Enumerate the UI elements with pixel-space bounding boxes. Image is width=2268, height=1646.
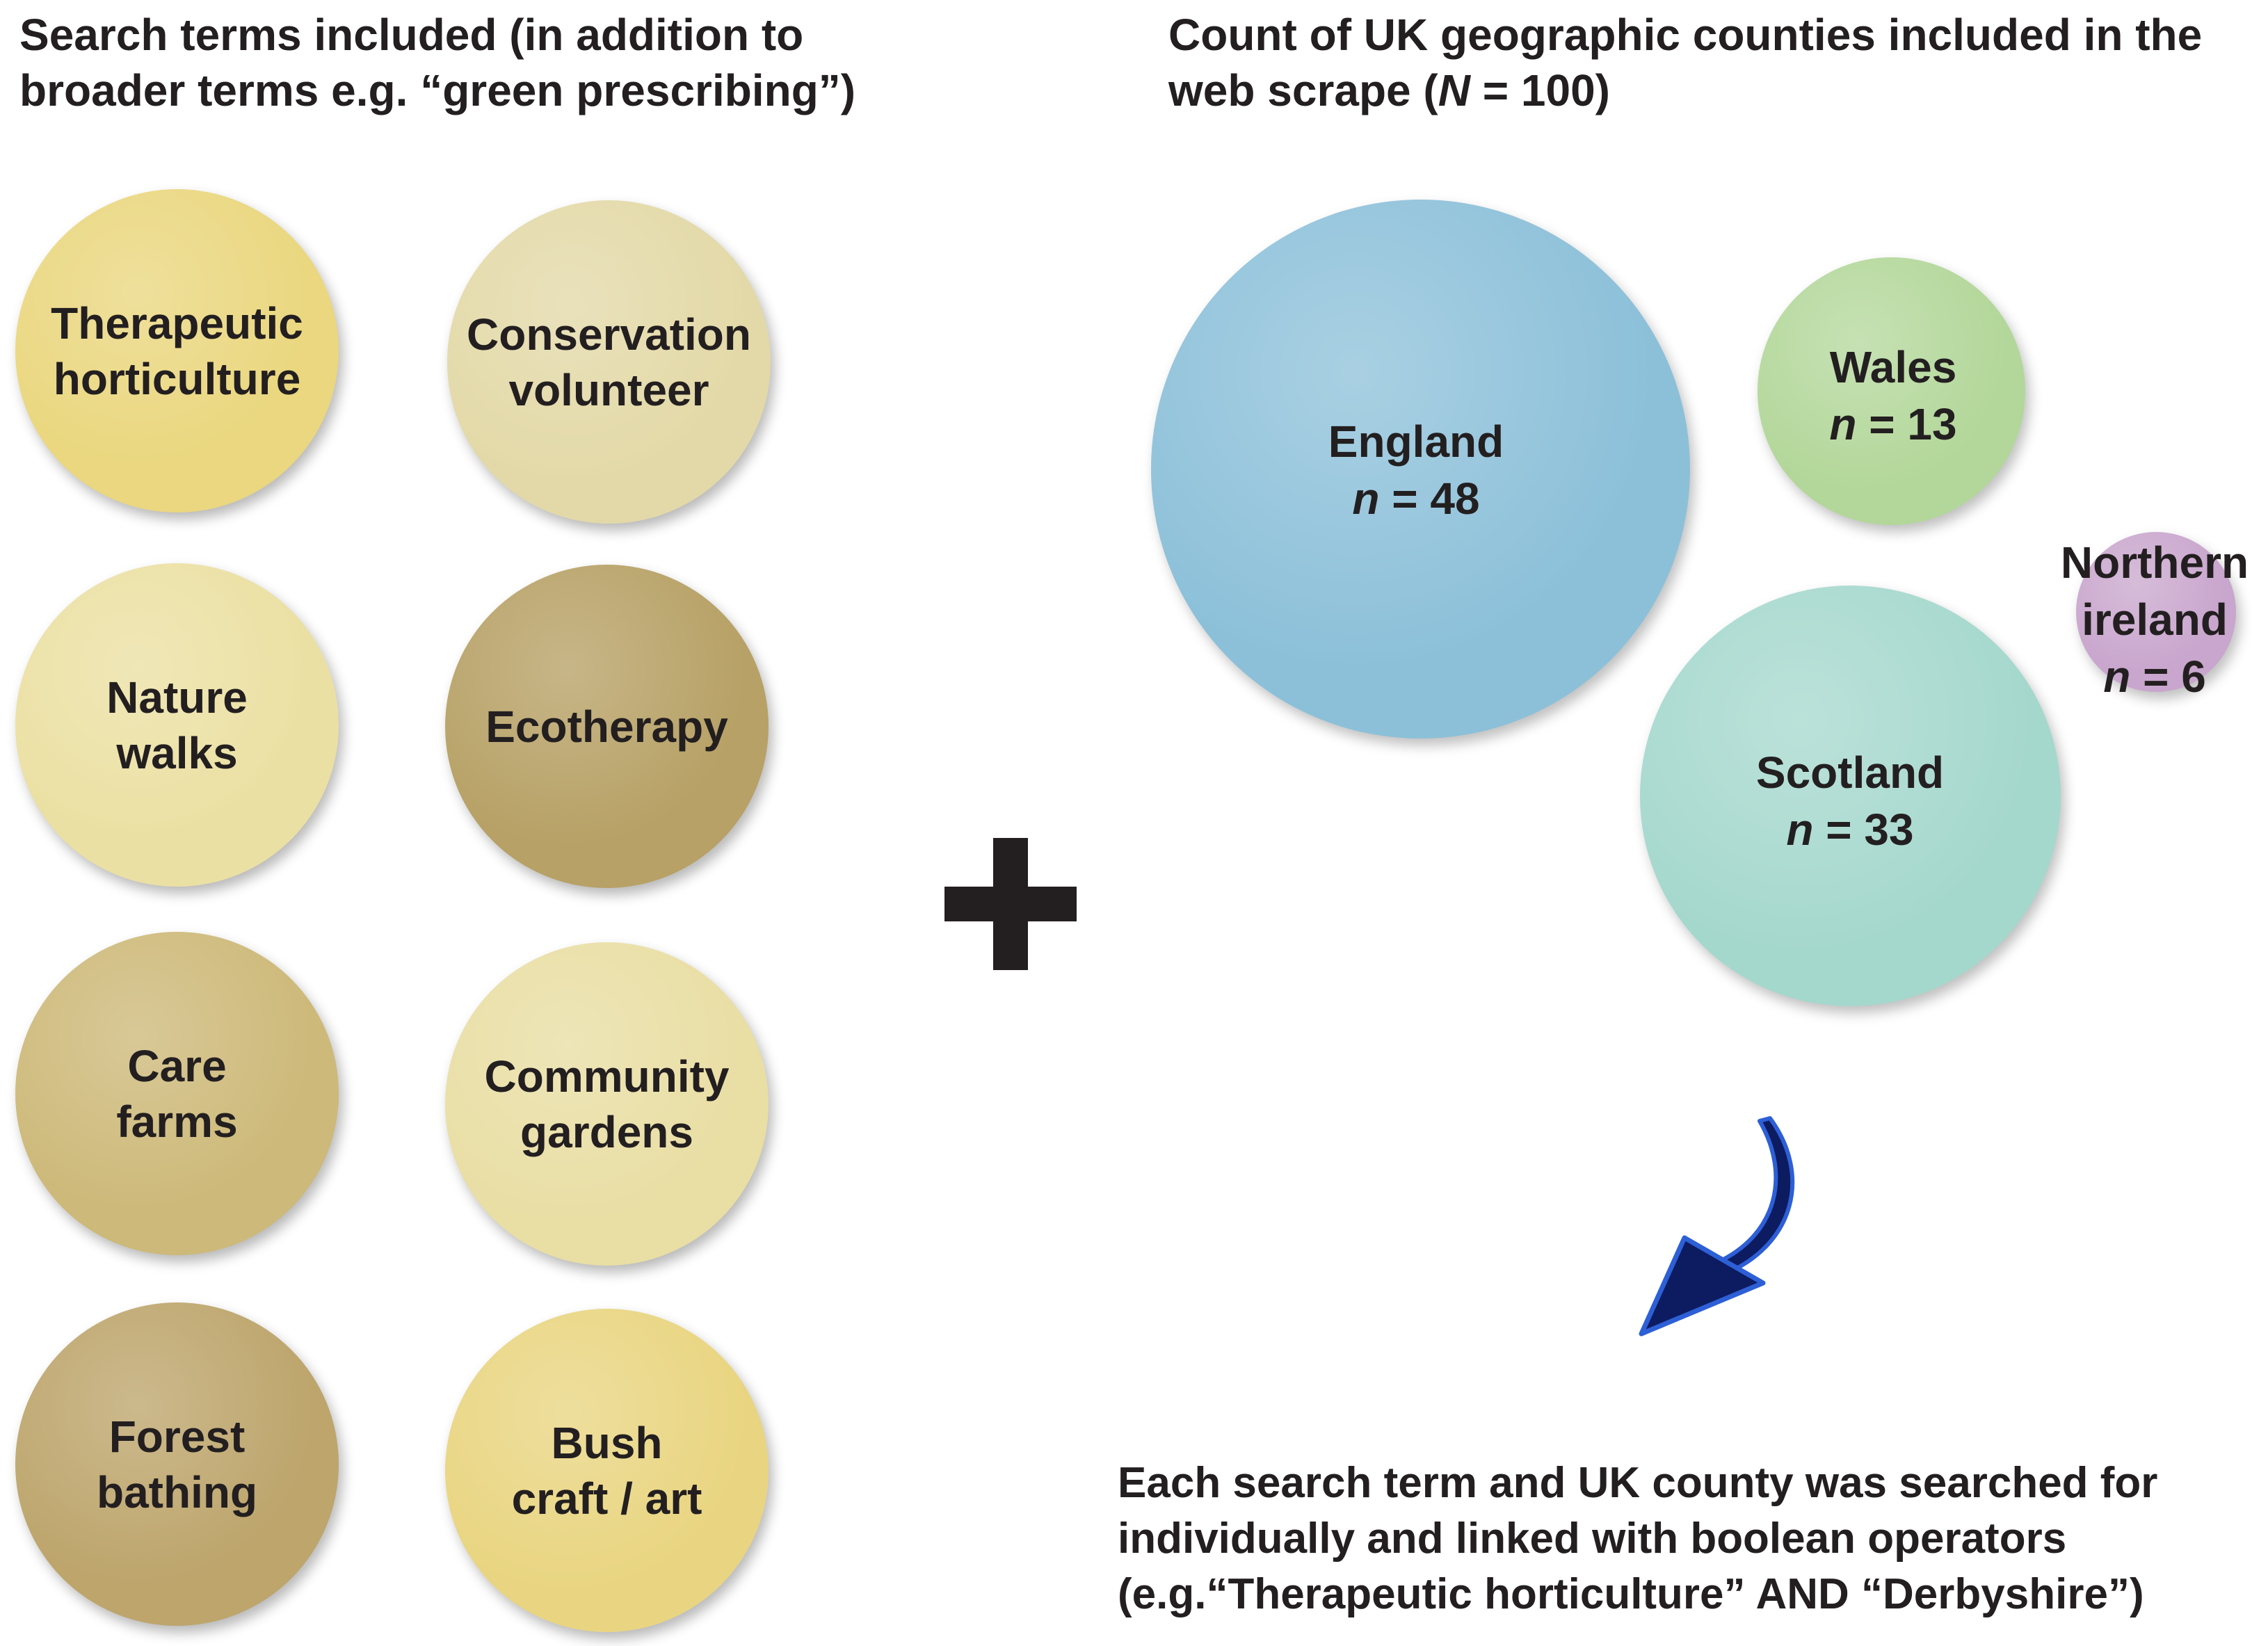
count-value: = 6 xyxy=(2143,652,2206,702)
search-terms-heading-line-2: broader terms e.g. “green prescribing”) xyxy=(19,65,856,115)
term-label-line: walks xyxy=(116,727,238,778)
counties-heading-suffix: = 100) xyxy=(1470,65,1610,115)
n-symbol: n xyxy=(1829,399,1857,449)
region-label-scotland: Scotland n = 33 xyxy=(1756,744,1944,858)
method-description-line-2: individually and linked with boolean ope… xyxy=(1118,1515,2067,1563)
region-circle-england xyxy=(1151,200,1690,739)
region-label-wales: Wales n = 13 xyxy=(1829,339,1956,453)
region-name: Scotland xyxy=(1755,748,1945,798)
region-circle-northern-ireland xyxy=(2076,532,2236,692)
region-count: n = 48 xyxy=(1328,470,1504,527)
term-label-line: gardens xyxy=(520,1106,693,1157)
method-description-line-3: (e.g.“Therapeutic horticulture” AND “Der… xyxy=(1118,1570,2144,1618)
counties-heading-line-1: Count of UK geographic counties included… xyxy=(1168,10,2203,60)
method-description: Each search term and UK county was searc… xyxy=(1118,1455,2157,1622)
curved-arrow-shaft xyxy=(1716,1116,1795,1276)
term-label-line: Forest xyxy=(108,1411,246,1462)
counties-heading-n-symbol: N xyxy=(1438,65,1470,115)
term-label-line: Bush xyxy=(551,1417,663,1468)
n-symbol: n xyxy=(1786,805,1814,855)
plus-icon-horizontal-bar xyxy=(944,887,1077,921)
counties-heading-line-2: web scrape (N = 100) xyxy=(1168,63,2202,118)
region-circle-wales xyxy=(1758,257,2025,525)
counties-heading-prefix: web scrape ( xyxy=(1168,65,1438,115)
term-label-line: Nature xyxy=(106,672,248,723)
term-label-line: Conservation xyxy=(467,309,751,360)
search-terms-heading-line-1: Search terms included (in addition to xyxy=(19,10,804,60)
search-terms-heading: Search terms included (in addition to br… xyxy=(19,7,855,118)
curved-arrow-icon xyxy=(1639,1116,1795,1337)
plus-icon xyxy=(944,838,1077,970)
term-label-line: volunteer xyxy=(508,364,709,415)
term-label-line: farms xyxy=(116,1096,238,1147)
term-label-line: horticulture xyxy=(53,353,301,404)
curved-arrow-head xyxy=(1639,1235,1766,1337)
count-value: = 48 xyxy=(1392,474,1480,524)
count-value: = 13 xyxy=(1869,399,1957,449)
term-label-line: craft / art xyxy=(511,1473,702,1524)
n-symbol: n xyxy=(2103,652,2131,702)
region-label-northern-ireland: Northern ireland n = 6 xyxy=(2061,534,2249,705)
n-symbol: n xyxy=(1352,474,1380,524)
term-label-line: Care xyxy=(127,1040,227,1091)
region-circle-scotland xyxy=(1640,586,2061,1006)
region-name: Wales xyxy=(1829,342,1957,392)
term-circle-ecotherapy: Ecotherapy xyxy=(445,565,769,888)
term-label-line: bathing xyxy=(96,1467,258,1517)
term-label-line: Therapeutic xyxy=(51,298,303,348)
method-description-line-1: Each search term and UK county was searc… xyxy=(1118,1459,2158,1507)
count-value: = 33 xyxy=(1826,805,1914,855)
region-name: Northern ireland xyxy=(2060,538,2249,645)
counties-heading: Count of UK geographic counties included… xyxy=(1168,7,2202,118)
region-count: n = 33 xyxy=(1756,801,1944,858)
region-name: England xyxy=(1328,417,1504,467)
region-count: n = 13 xyxy=(1829,396,1956,453)
region-label-england: England n = 48 xyxy=(1328,413,1504,527)
region-count: n = 6 xyxy=(2061,648,2249,705)
term-label-line: Community xyxy=(484,1051,730,1102)
term-label-line: Ecotherapy xyxy=(485,701,728,752)
